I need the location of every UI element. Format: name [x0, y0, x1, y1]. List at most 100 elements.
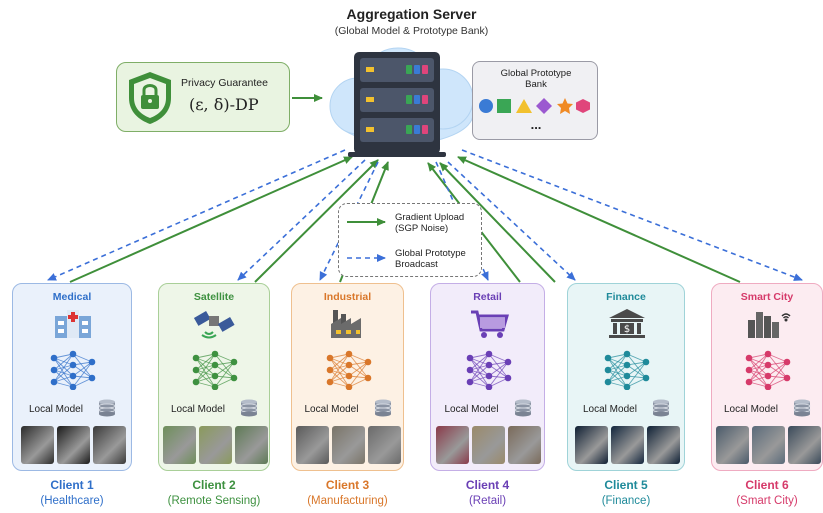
client-domain-label: Industrial: [323, 291, 372, 303]
client-name-label: Client 5: [604, 478, 648, 492]
neural-network-icon: [50, 350, 96, 390]
prototype-shapes: [479, 98, 590, 114]
prototype-bank-title: Global Prototype Bank: [473, 68, 599, 90]
legend-broadcast-line1: Global Prototype: [395, 248, 466, 259]
city-icon: [748, 312, 791, 338]
diagram-title: Aggregation Server: [346, 6, 477, 22]
sample-image-thumbnail: [610, 426, 644, 464]
sample-image-thumbnail: [234, 426, 268, 464]
database-icon: [98, 399, 116, 417]
local-model-label: Local Model: [724, 404, 778, 415]
sample-image-thumbnail: [162, 426, 196, 464]
sample-image-thumbnail: [368, 426, 401, 464]
database-icon: [514, 399, 531, 417]
legend-upload-line2: (SGP Noise): [395, 223, 449, 234]
neural-network-icon: [192, 350, 238, 390]
upload-arrow-client-2: [254, 159, 379, 283]
broadcast-arrow-client-1: [47, 149, 346, 281]
sample-image-thumbnail: [92, 426, 126, 464]
neural-network-icon: [745, 350, 791, 390]
prototype-bank-title-line2: Bank: [525, 79, 547, 90]
prototype-more: ...: [530, 117, 542, 132]
legend-box: Gradient Upload (SGP Noise) Global Proto…: [338, 203, 482, 277]
sample-image-thumbnail: [20, 426, 54, 464]
sample-image-thumbnail: [715, 426, 749, 464]
client-domain-label: Satellite: [193, 291, 235, 303]
upload-arrow-client-1: [69, 156, 353, 283]
database-icon: [652, 399, 670, 417]
sample-image-thumbnail: [787, 426, 821, 464]
server-rack-icon: [348, 52, 446, 157]
client-domain-label: Smart City: [740, 291, 794, 303]
client-name-label: Client 6: [745, 478, 789, 492]
bank-icon: $: [609, 309, 645, 338]
client-subtitle-label: (Remote Sensing): [167, 495, 261, 507]
privacy-guarantee-box: Privacy Guarantee (ε, δ)-DP: [116, 62, 290, 132]
sample-image-thumbnail: [198, 426, 232, 464]
client-subtitle-label: (Finance): [601, 495, 651, 507]
client-subtitle-label: (Smart City): [736, 495, 798, 507]
client-domain-label: Retail: [473, 291, 502, 303]
client-name-label: Client 4: [465, 478, 510, 492]
triangle-icon: [516, 99, 532, 113]
sample-image-thumbnail: [751, 426, 785, 464]
neural-network-icon: [466, 350, 511, 390]
star-icon: [557, 98, 573, 114]
client-name-label: Client 3: [325, 478, 370, 492]
square-icon: [497, 99, 511, 113]
local-model-label: Local Model: [304, 404, 359, 415]
broadcast-arrow-client-5: [447, 161, 576, 281]
sample-image-thumbnail: [296, 426, 329, 464]
neural-network-icon: [604, 350, 650, 390]
hospital-icon: [55, 310, 91, 338]
broadcast-arrow-client-2: [237, 159, 366, 281]
sample-image-thumbnail: [508, 426, 541, 464]
client-name-label: Client 1: [50, 478, 94, 492]
client-card-5: Finance $ Local Model: [567, 283, 685, 471]
svg-text:$: $: [624, 324, 630, 335]
privacy-title: Privacy Guarantee: [181, 77, 268, 89]
diagram-subtitle: (Global Model & Prototype Bank): [334, 25, 489, 37]
server-cloud-icon: [329, 47, 474, 157]
satellite-icon: [193, 311, 235, 339]
client-subtitle-label: (Healthcare): [40, 495, 104, 507]
client-domain-label: Finance: [606, 291, 646, 303]
database-icon: [793, 399, 811, 417]
global-prototype-bank-box: Global Prototype Bank ...: [472, 61, 598, 140]
client-domain-label: Medical: [52, 291, 92, 303]
sample-image-thumbnail: [56, 426, 90, 464]
sample-image-thumbnail: [332, 426, 365, 464]
privacy-formula: (ε, δ)-DP: [189, 95, 259, 114]
database-icon: [240, 399, 258, 417]
shopping-cart-icon: [470, 310, 509, 338]
database-icon: [374, 399, 391, 417]
broadcast-arrow-client-6: [461, 149, 803, 281]
legend-upload-line1: Gradient Upload: [395, 212, 465, 223]
client-subtitle-label: (Retail): [468, 495, 507, 507]
prototype-bank-title-line1: Global Prototype: [500, 68, 572, 79]
circle-icon: [479, 99, 493, 113]
legend-broadcast-line2: Broadcast: [395, 259, 438, 270]
client-name-label: Client 2: [192, 478, 236, 492]
factory-icon: [330, 310, 361, 338]
local-model-label: Local Model: [583, 404, 637, 415]
upload-arrow-client-6: [457, 156, 741, 283]
client-subtitle-label: (Manufacturing): [307, 495, 388, 507]
local-model-label: Local Model: [444, 404, 499, 415]
diamond-icon: [536, 98, 552, 114]
sample-image-thumbnail: [472, 426, 505, 464]
legend-upload-label: Gradient Upload (SGP Noise): [395, 212, 485, 234]
upload-arrow-client-5: [439, 162, 556, 283]
sample-image-thumbnail: [436, 426, 469, 464]
local-model-label: Local Model: [171, 404, 225, 415]
legend-broadcast-label: Global Prototype Broadcast: [395, 248, 485, 270]
local-model-label: Local Model: [29, 404, 83, 415]
hexagon-icon: [576, 99, 590, 113]
legend-swatches: [347, 218, 386, 262]
shield-lock-icon: [129, 72, 171, 124]
